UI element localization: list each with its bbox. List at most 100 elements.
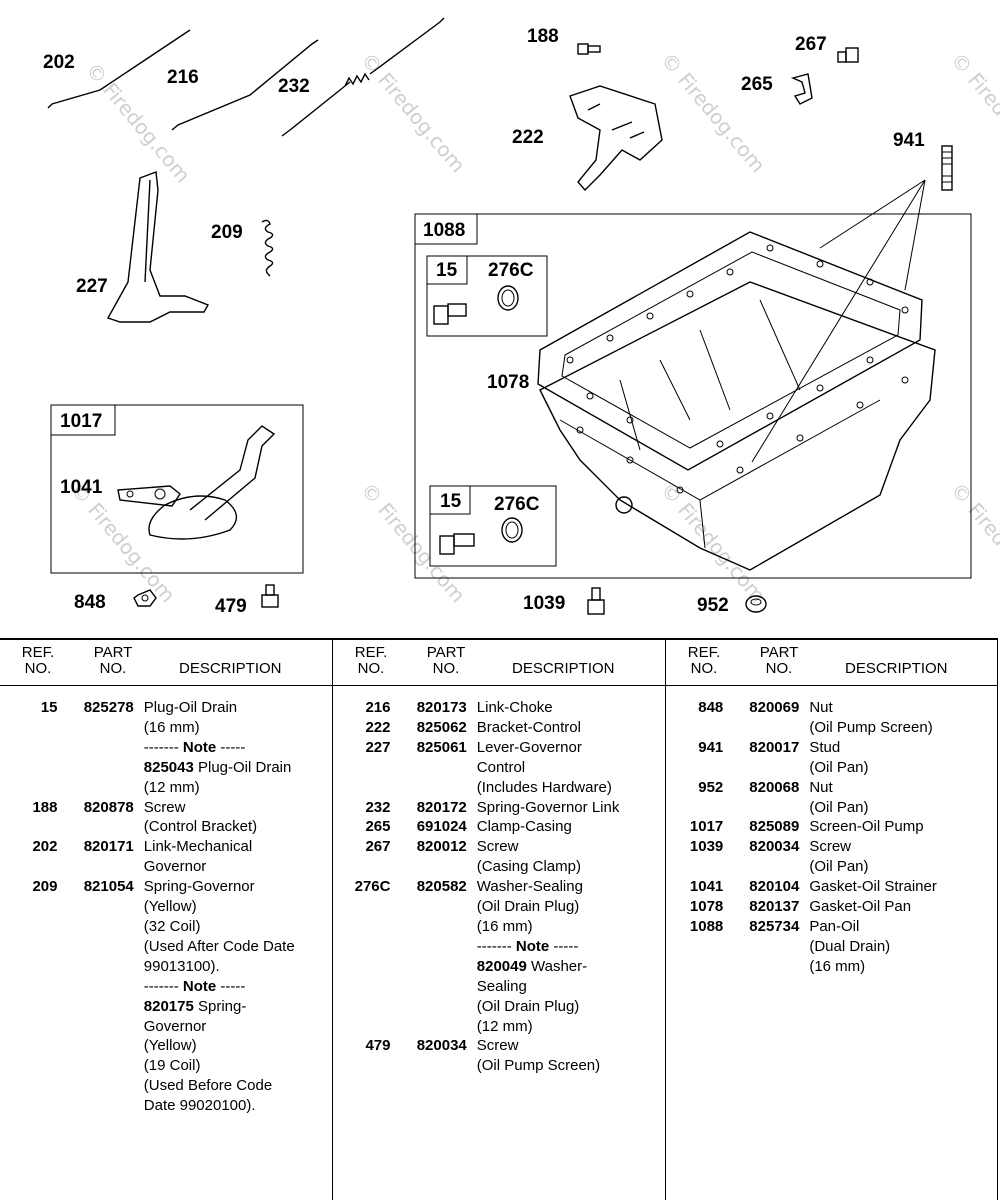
description-header: DESCRIPTION: [845, 660, 948, 677]
alt-part-number: 825043: [143, 758, 194, 776]
ref-no-header: REF.NO.: [343, 645, 399, 677]
alt-part-number: 820049: [476, 957, 527, 975]
description-line: Governor: [143, 858, 207, 876]
ref-header-line: REF.: [687, 644, 721, 661]
description-line: (16 mm): [476, 917, 533, 935]
pan-bolt-holes: [566, 244, 909, 494]
nut-drawing: [745, 595, 767, 613]
plug-drawing: [433, 303, 467, 325]
screw-drawing: [837, 47, 859, 63]
description-line: Link-Mechanical: [143, 838, 253, 856]
ref-number: 232: [365, 798, 391, 816]
description-line: Governor: [143, 1017, 207, 1035]
description-line: ------- Note -----: [144, 977, 332, 997]
description-line: Screw: [476, 1037, 519, 1055]
oil-pan-kit-frame: [414, 213, 972, 579]
note-dashes: -------: [476, 937, 516, 955]
callout-222: 222: [512, 127, 544, 148]
part-description: Gasket-Oil Strainer: [799, 877, 997, 897]
callout-232: 232: [278, 76, 310, 97]
alt-part-description: Spring-: [193, 997, 247, 1015]
part-header-line: NO.: [432, 660, 460, 677]
description-line: (16 mm): [143, 718, 200, 736]
description-line: Screw: [809, 838, 852, 856]
description-line: 820175 Spring-: [144, 997, 332, 1017]
part-description: Gasket-Oil Pan: [799, 897, 997, 917]
description-line: (19 Coil): [143, 1057, 201, 1075]
description-line: 99013100).: [143, 957, 220, 975]
ref-header-line: NO.: [357, 660, 385, 677]
ref-number: 216: [365, 699, 391, 716]
screen-oil-pump-drawing: [148, 425, 276, 540]
washer-drawing-inner: [505, 521, 519, 539]
callout-276c: 276C: [488, 260, 534, 281]
part-description: Spring-Governor(Yellow)(32 Coil)(Used Af…: [134, 877, 332, 1116]
part-description: Screw (Oil Pan): [799, 837, 997, 877]
part-number: 820012: [416, 838, 467, 856]
ref-number: 267: [365, 838, 391, 856]
description-line: Nut: [809, 778, 833, 796]
callout-267: 267: [795, 34, 827, 55]
part-header-line: PART: [93, 644, 133, 661]
drain-plug-kit-frame: [429, 485, 557, 567]
callout-1088: 1088: [423, 220, 465, 241]
callout-1078: 1078: [487, 372, 529, 393]
ref-number: 276C: [354, 878, 391, 896]
spring-governor-link-drawing: [281, 17, 445, 137]
oil-pump-screen-kit-frame: [50, 404, 304, 574]
description-line: (Used Before Code: [143, 1077, 273, 1095]
description-line: Link-Choke: [476, 699, 553, 716]
clamp-casing-drawing: [790, 73, 813, 105]
callout-227: 227: [76, 276, 108, 297]
gasket-hole: [154, 488, 166, 500]
callout-265: 265: [741, 74, 773, 95]
part-description: Pan-Oil (Dual Drain) (16 mm): [799, 917, 997, 977]
ref-number: 1017: [689, 818, 724, 836]
washer-drawing-inner: [501, 289, 515, 307]
description-line: (Used After Code Date: [143, 937, 295, 955]
description-line: Bracket-Control: [476, 718, 581, 736]
part-description: Screw(Control Bracket): [134, 798, 332, 838]
callout-box: [50, 404, 116, 436]
washer-drawing: [501, 517, 523, 543]
description-line: Gasket-Oil Strainer: [809, 878, 937, 896]
description-line: (Oil Pan): [809, 858, 869, 876]
alt-part-description: Washer-: [526, 957, 588, 975]
description-line: (16 mm): [809, 957, 866, 975]
part-header-line: NO.: [765, 660, 793, 677]
note-dashes: -------: [143, 738, 183, 756]
description-line: (Dual Drain): [809, 937, 891, 955]
part-description: Clamp-Casing: [467, 817, 665, 837]
ref-no-header: REF.NO.: [676, 645, 732, 677]
note-label: Note: [515, 937, 550, 955]
watermark: © Firedog.com: [356, 48, 470, 177]
part-number: 820017: [749, 738, 800, 756]
part-description: Nut(Oil Pan): [799, 778, 997, 818]
description-line: Pan-Oil: [809, 917, 860, 935]
description-line: Spring-Governor Link: [476, 798, 620, 816]
ref-number: 952: [698, 778, 724, 796]
pan-oil-inner: [559, 299, 881, 549]
part-number: 825278: [83, 699, 134, 716]
ref-number: 209: [32, 878, 58, 896]
bracket-control-drawing: [569, 85, 663, 192]
description-line: (12 mm): [143, 778, 200, 796]
ref-number: 479: [365, 1037, 391, 1055]
part-description: Nut(Oil Pump Screen): [799, 698, 997, 738]
